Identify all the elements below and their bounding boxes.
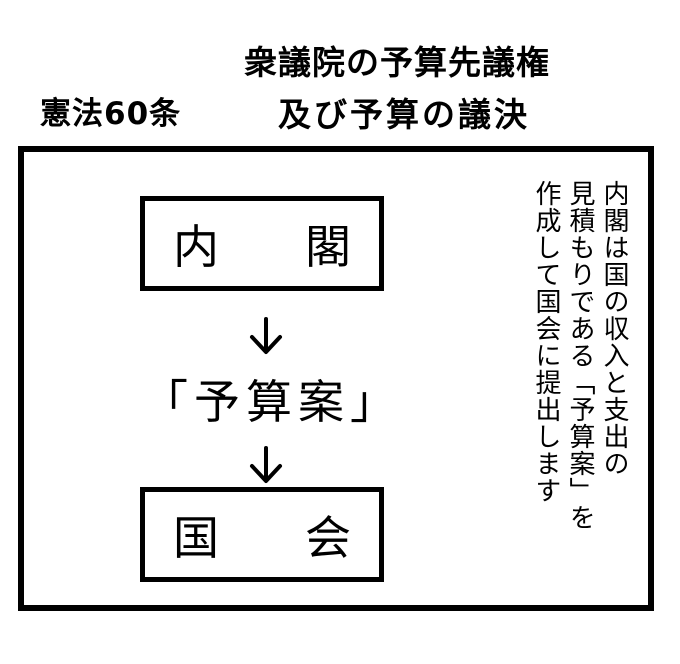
article-label: 憲法60条 bbox=[40, 96, 182, 132]
diet-box: 国 会 bbox=[140, 487, 384, 582]
diagram-panel: 内 閣 「予算案」 国 会 内閣は国の収入と支出の 見積もりである「予算案」を … bbox=[18, 146, 654, 611]
description-column-1: 内閣は国の収入と支出の bbox=[599, 180, 629, 477]
cabinet-char-1: 内 bbox=[173, 219, 219, 274]
diet-char-1: 国 bbox=[173, 510, 219, 565]
page-subtitle: 及び予算の議決 bbox=[278, 95, 530, 134]
description-column-2: 見積もりである「予算案」を bbox=[565, 180, 595, 531]
down-arrow-icon bbox=[250, 446, 282, 483]
page-title: 衆議院の予算先議権 bbox=[244, 43, 550, 82]
budget-bill-label: 「予算案」 bbox=[142, 375, 402, 429]
diet-char-2: 会 bbox=[305, 510, 351, 565]
cabinet-box: 内 閣 bbox=[140, 196, 384, 291]
cabinet-char-2: 閣 bbox=[305, 219, 351, 274]
description-column-3: 作成して国会に提出します bbox=[531, 180, 561, 504]
down-arrow-icon bbox=[250, 317, 282, 354]
